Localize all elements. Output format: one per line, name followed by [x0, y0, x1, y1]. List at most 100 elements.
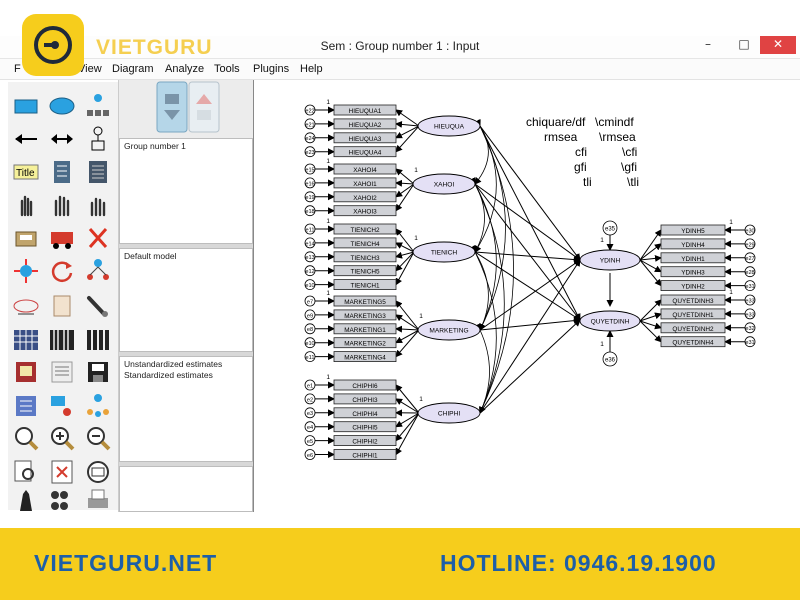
- close-button[interactable]: ✕: [760, 36, 796, 54]
- latent-factor[interactable]: [412, 241, 476, 263]
- view-text-icon[interactable]: [48, 358, 76, 386]
- error-term[interactable]: [304, 163, 316, 175]
- panel-splitter[interactable]: [119, 352, 253, 356]
- indicator-box[interactable]: [333, 323, 397, 335]
- multiple-group-icon[interactable]: [48, 486, 76, 514]
- hand-deselect-icon[interactable]: [84, 191, 112, 219]
- menu-plugins[interactable]: Plugins: [253, 63, 290, 75]
- error-term[interactable]: [304, 379, 316, 391]
- zoom-area-icon[interactable]: [12, 424, 40, 452]
- unique-variable-icon[interactable]: [84, 125, 112, 153]
- error-term[interactable]: [304, 407, 316, 419]
- move-icon[interactable]: [48, 224, 76, 252]
- unstandardized-option[interactable]: Unstandardized estimates: [124, 359, 223, 369]
- indicator-box[interactable]: [333, 177, 397, 189]
- error-term[interactable]: [744, 224, 756, 236]
- indicator-box[interactable]: [333, 435, 397, 447]
- estimates-panel[interactable]: Unstandardized estimates Standardized es…: [119, 356, 253, 462]
- arrow-left-icon[interactable]: [12, 125, 40, 153]
- error-term[interactable]: [304, 132, 316, 144]
- indicator-box[interactable]: [333, 379, 397, 391]
- indicator-box[interactable]: [333, 163, 397, 175]
- error-term[interactable]: [304, 223, 316, 235]
- data-files-icon[interactable]: [12, 326, 40, 354]
- error-term[interactable]: [744, 294, 756, 306]
- erase-icon[interactable]: [84, 224, 112, 252]
- path-diagram-toggle[interactable]: [119, 80, 253, 139]
- calculate-estimates-icon[interactable]: [84, 326, 112, 354]
- indicator-box[interactable]: [333, 146, 397, 158]
- menu-tools[interactable]: Tools: [214, 63, 240, 75]
- indicator-box[interactable]: [333, 407, 397, 419]
- indicator-icon[interactable]: [84, 92, 112, 120]
- latent-factor[interactable]: [417, 402, 481, 424]
- disturbance-term[interactable]: [602, 220, 618, 236]
- duplicate-icon[interactable]: [12, 224, 40, 252]
- indicator-box[interactable]: [660, 266, 726, 278]
- indicator-box[interactable]: [333, 337, 397, 349]
- error-term[interactable]: [744, 336, 756, 348]
- ellipse-icon[interactable]: [48, 92, 76, 120]
- disturbance-term[interactable]: [602, 351, 618, 367]
- error-term[interactable]: [304, 337, 316, 349]
- indicator-box[interactable]: [660, 322, 726, 334]
- error-term[interactable]: [744, 322, 756, 334]
- path-diagram[interactable]: HIEUQUA1e221HIEUQUA2e21HIEUQUA3e24HIEUQU…: [254, 80, 800, 512]
- move-parameters-icon[interactable]: [12, 257, 40, 285]
- error-term[interactable]: [304, 251, 316, 263]
- model-name[interactable]: Default model: [124, 251, 177, 261]
- panel-splitter[interactable]: [119, 244, 253, 248]
- list-data-icon[interactable]: [84, 158, 112, 186]
- indicator-box[interactable]: [333, 449, 397, 460]
- menu-analyze[interactable]: Analyze: [165, 63, 205, 75]
- view-input-icon[interactable]: [156, 81, 188, 133]
- indicator-box[interactable]: [333, 251, 397, 263]
- indicator-box[interactable]: [333, 104, 397, 116]
- touch-up-icon[interactable]: [84, 292, 112, 320]
- error-term[interactable]: [744, 266, 756, 278]
- fit-page-icon[interactable]: [48, 458, 76, 486]
- website-link[interactable]: VIETGURU.NET: [34, 550, 218, 576]
- error-term[interactable]: [304, 237, 316, 249]
- reflect-icon[interactable]: [84, 257, 112, 285]
- menu-view[interactable]: View: [78, 63, 102, 75]
- error-term[interactable]: [744, 252, 756, 264]
- error-term[interactable]: [304, 146, 316, 158]
- indicator-box[interactable]: [660, 294, 726, 306]
- indicator-box[interactable]: [660, 280, 726, 292]
- maximize-button[interactable]: □: [738, 37, 750, 51]
- drag-properties-icon[interactable]: [48, 392, 76, 420]
- indicator-box[interactable]: [333, 237, 397, 249]
- error-term[interactable]: [744, 308, 756, 320]
- zoom-in-icon[interactable]: [48, 424, 76, 452]
- preserve-symmetries-icon[interactable]: [84, 392, 112, 420]
- indicator-box[interactable]: [333, 421, 397, 433]
- indicator-box[interactable]: [333, 265, 397, 277]
- error-term[interactable]: [304, 104, 316, 116]
- indicator-box[interactable]: [660, 252, 726, 264]
- error-term[interactable]: [304, 118, 316, 130]
- zoom-out-icon[interactable]: [84, 424, 112, 452]
- error-term[interactable]: [304, 309, 316, 321]
- indicator-box[interactable]: [333, 223, 397, 235]
- latent-factor[interactable]: [579, 310, 641, 332]
- panel-splitter[interactable]: [119, 462, 253, 466]
- groups-panel[interactable]: Group number 1: [119, 138, 253, 244]
- rectangle-icon[interactable]: [12, 92, 40, 120]
- standardized-option[interactable]: Standardized estimates: [124, 370, 213, 380]
- error-term[interactable]: [744, 280, 756, 292]
- indicator-box[interactable]: [333, 191, 397, 203]
- files-panel[interactable]: [119, 466, 253, 512]
- indicator-box[interactable]: [660, 238, 726, 250]
- error-term[interactable]: [304, 295, 316, 307]
- indicator-box[interactable]: [660, 224, 726, 236]
- latent-factor[interactable]: [417, 319, 481, 341]
- error-term[interactable]: [304, 205, 316, 217]
- menu-file[interactable]: F: [14, 63, 21, 75]
- menu-diagram[interactable]: Diagram: [112, 63, 154, 75]
- copy-icon[interactable]: [12, 358, 40, 386]
- list-variables-icon[interactable]: [48, 158, 76, 186]
- error-term[interactable]: [304, 449, 316, 460]
- save-icon[interactable]: [84, 358, 112, 386]
